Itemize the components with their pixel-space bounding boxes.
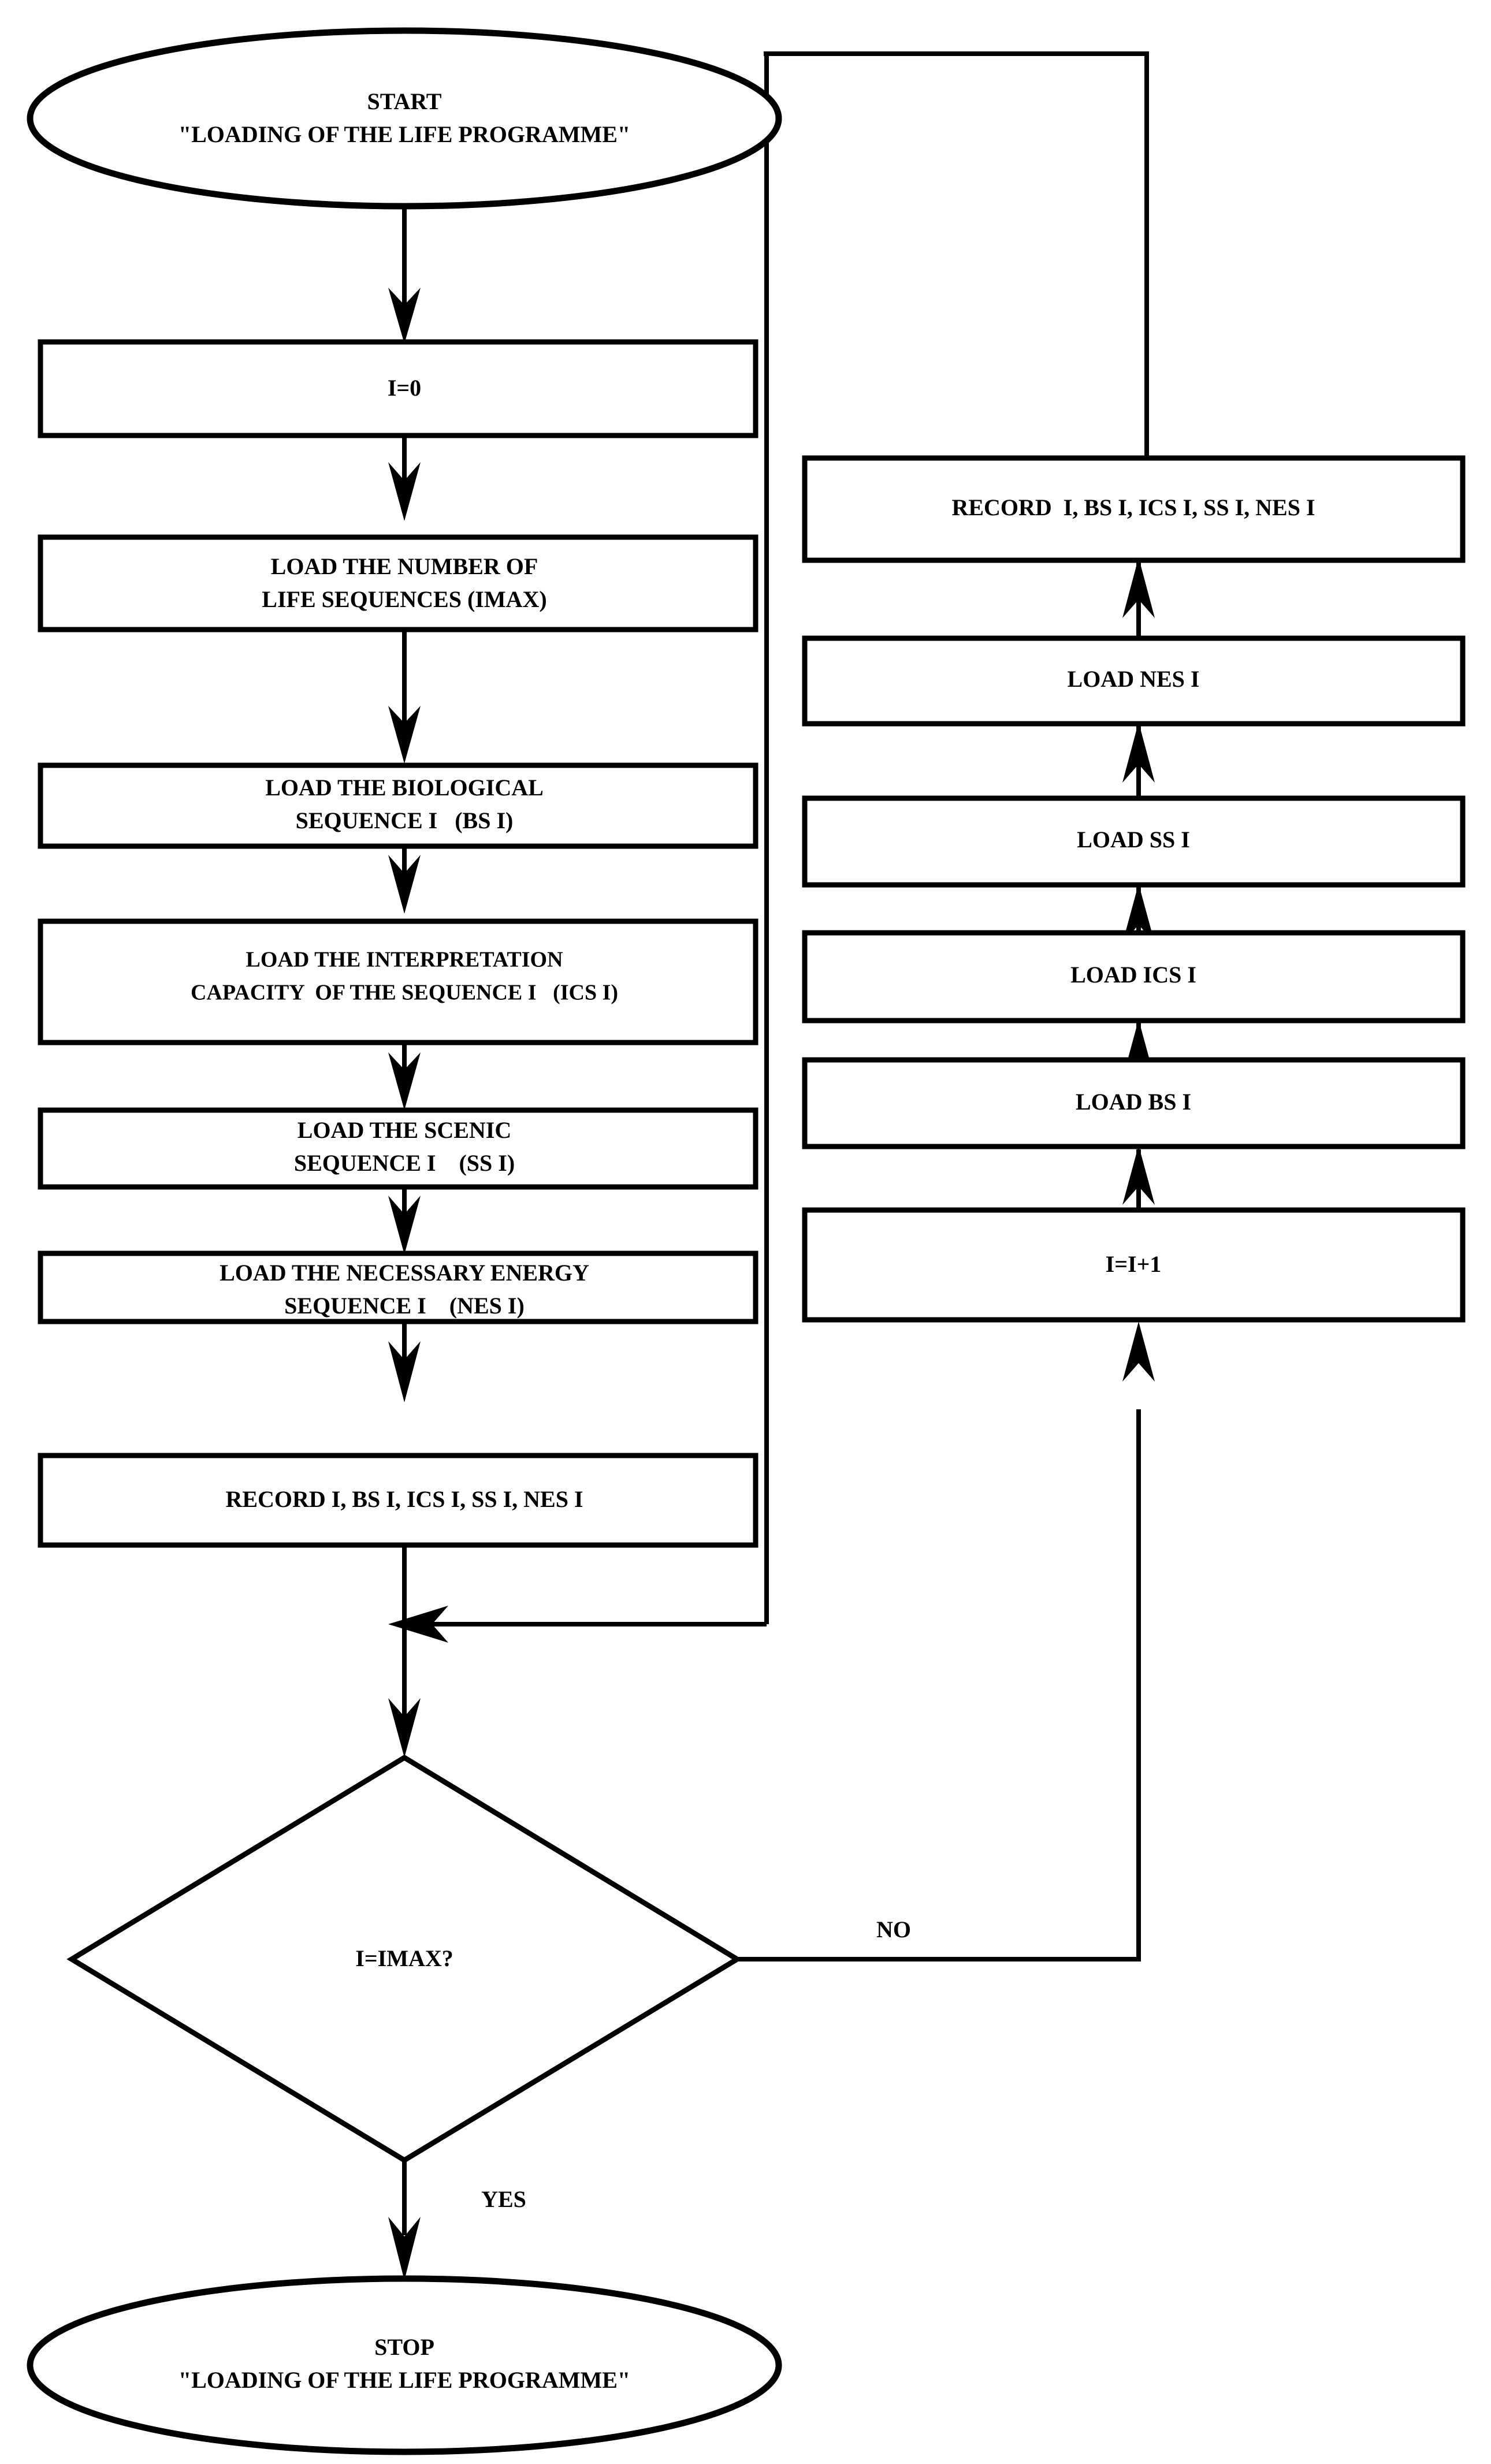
node-load-imax-line1: LOAD THE NUMBER OF [271, 553, 538, 579]
edge-increment-to-load-bs-i [1122, 1145, 1155, 1212]
node-decision-label: I=IMAX? [355, 1945, 453, 1971]
edge-record-left-to-decision [388, 1543, 421, 1758]
node-start-line1: START [367, 88, 441, 114]
edge-label-no: NO [876, 1916, 911, 1942]
edge-load-bs-to-load-ics [388, 843, 421, 914]
node-load-ics-line2: CAPACITY OF THE SEQUENCE I (ICS I) [191, 981, 618, 1005]
node-increment-label: I=I+1 [1106, 1251, 1162, 1277]
node-load-ics-i-label: LOAD ICS I [1070, 962, 1196, 988]
node-decision[interactable]: I=IMAX? [66, 1754, 742, 2164]
node-stop-line1: STOP [374, 2334, 434, 2360]
node-load-bs-line2: SEQUENCE I (BS I) [296, 807, 514, 833]
node-load-imax[interactable]: LOAD THE NUMBER OF LIFE SEQUENCES (IMAX) [38, 534, 758, 632]
node-record-right[interactable]: RECORD I, BS I, ICS I, SS I, NES I [802, 455, 1466, 563]
edge-start-to-init [388, 208, 421, 344]
node-load-ss-i-label: LOAD SS I [1077, 827, 1190, 853]
edge-load-ics-to-load-ss [388, 1040, 421, 1110]
edge-load-nes-i-to-record-right [1122, 557, 1155, 638]
edge-load-ss-i-to-load-nes-i [1122, 722, 1155, 798]
node-init-label: I=0 [388, 375, 421, 401]
node-record-left-label: RECORD I, BS I, ICS I, SS I, NES I [225, 1486, 583, 1512]
node-increment[interactable]: I=I+1 [802, 1207, 1466, 1323]
node-load-nes-i-label: LOAD NES I [1068, 666, 1200, 692]
node-init[interactable]: I=0 [38, 339, 758, 438]
node-load-ics-line1: LOAD THE INTERPRETATION [246, 948, 563, 972]
node-stop[interactable]: STOP "LOADING OF THE LIFE PROGRAMME" [27, 2275, 782, 2455]
edge-load-ss-to-load-nes [388, 1184, 421, 1255]
edge-label-yes: YES [481, 2186, 526, 2212]
node-load-nes-line1: LOAD THE NECESSARY ENERGY [220, 1260, 589, 1286]
node-record-left[interactable]: RECORD I, BS I, ICS I, SS I, NES I [38, 1453, 758, 1548]
edge-record-right-to-merge-loop [388, 51, 1149, 1643]
edge-load-ics-i-to-load-ss-i [1122, 884, 1155, 943]
node-load-ics[interactable]: LOAD THE INTERPRETATION CAPACITY OF THE … [38, 918, 758, 1045]
node-load-ss[interactable]: LOAD THE SCENIC SEQUENCE I (SS I) [38, 1107, 758, 1190]
node-load-ics-i[interactable]: LOAD ICS I [802, 930, 1466, 1023]
node-load-imax-line2: LIFE SEQUENCES (IMAX) [262, 586, 546, 612]
node-load-bs-line1: LOAD THE BIOLOGICAL [265, 775, 544, 801]
node-load-bs-i[interactable]: LOAD BS I [802, 1057, 1466, 1149]
edge-decision-yes-to-stop [388, 2160, 421, 2280]
edge-load-nes-to-record-left [388, 1317, 421, 1402]
node-stop-line2: "LOADING OF THE LIFE PROGRAMME" [179, 2367, 630, 2393]
edge-init-to-load-imax [388, 436, 421, 521]
node-start-line2: "LOADING OF THE LIFE PROGRAMME" [179, 121, 630, 147]
node-load-ss-line1: LOAD THE SCENIC [298, 1117, 511, 1143]
node-load-nes[interactable]: LOAD THE NECESSARY ENERGY SEQUENCE I (NE… [38, 1250, 758, 1324]
node-load-ss-line2: SEQUENCE I (SS I) [294, 1150, 515, 1176]
node-load-nes-line2: SEQUENCE I (NES I) [284, 1293, 525, 1319]
node-record-right-label: RECORD I, BS I, ICS I, SS I, NES I [951, 494, 1315, 520]
node-load-nes-i[interactable]: LOAD NES I [802, 635, 1466, 727]
node-load-ss-i[interactable]: LOAD SS I [802, 795, 1466, 888]
node-start[interactable]: START "LOADING OF THE LIFE PROGRAMME" [27, 27, 782, 210]
edge-load-imax-to-load-bs [388, 627, 421, 764]
node-load-bs-i-label: LOAD BS I [1076, 1089, 1191, 1115]
edge-decision-no-to-increment [737, 1322, 1155, 1961]
node-load-bs[interactable]: LOAD THE BIOLOGICAL SEQUENCE I (BS I) [38, 762, 758, 849]
